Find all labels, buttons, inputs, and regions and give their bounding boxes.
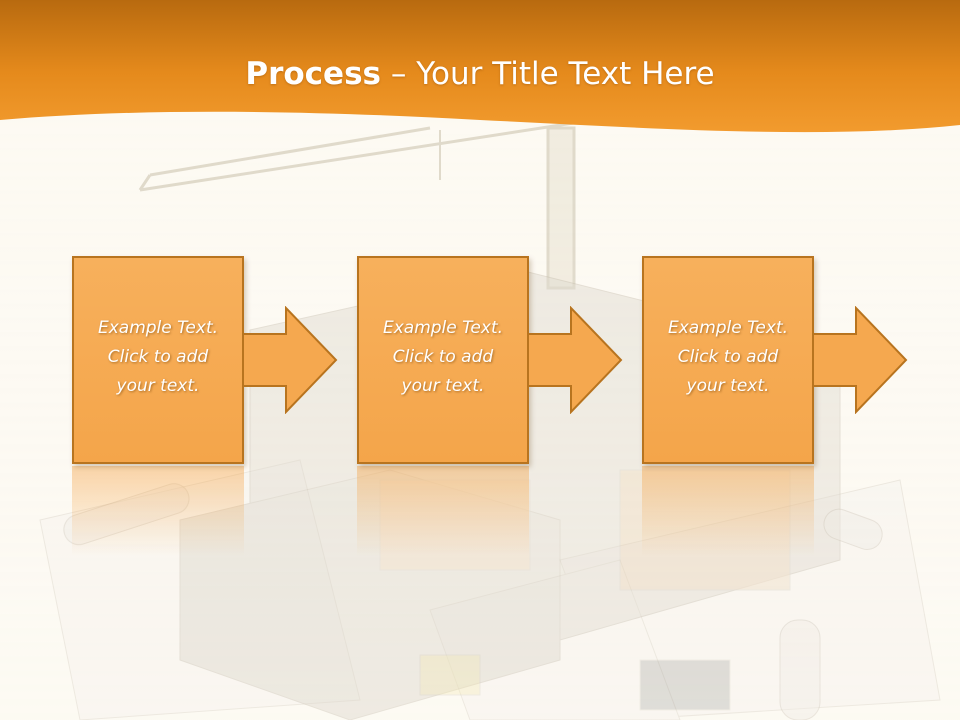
arrow-right-icon [528,306,623,414]
step-2-text[interactable]: Example Text. Click to add your text. [359,314,527,401]
step-text-line: Example Text. [382,318,504,338]
step-3-text[interactable]: Example Text. Click to add your text. [644,314,812,401]
title-rest: Your Title Text Here [416,56,715,92]
step-text-line: Example Text. [97,318,219,338]
arrow-right-icon [813,306,908,414]
step-1-text[interactable]: Example Text. Click to add your text. [74,314,242,401]
step-text-line: Example Text. [667,318,789,338]
step-text-line: your text. [116,376,200,396]
title-separator: – [381,56,417,92]
header-banner [0,0,960,133]
process-step-1[interactable]: Example Text. Click to add your text. [72,256,244,464]
step-1-reflection [72,466,244,556]
step-2-reflection [357,466,529,556]
arrow-right-icon [243,306,338,414]
step-text-line: Click to add [677,347,779,367]
title-bold: Process [245,56,381,92]
process-step-3[interactable]: Example Text. Click to add your text. [642,256,814,464]
step-text-line: your text. [686,376,770,396]
step-text-line: your text. [401,376,485,396]
step-text-line: Click to add [392,347,494,367]
process-step-2[interactable]: Example Text. Click to add your text. [357,256,529,464]
step-3-reflection [642,466,814,556]
step-text-line: Click to add [107,347,209,367]
page-title[interactable]: Process – Your Title Text Here [0,52,960,96]
